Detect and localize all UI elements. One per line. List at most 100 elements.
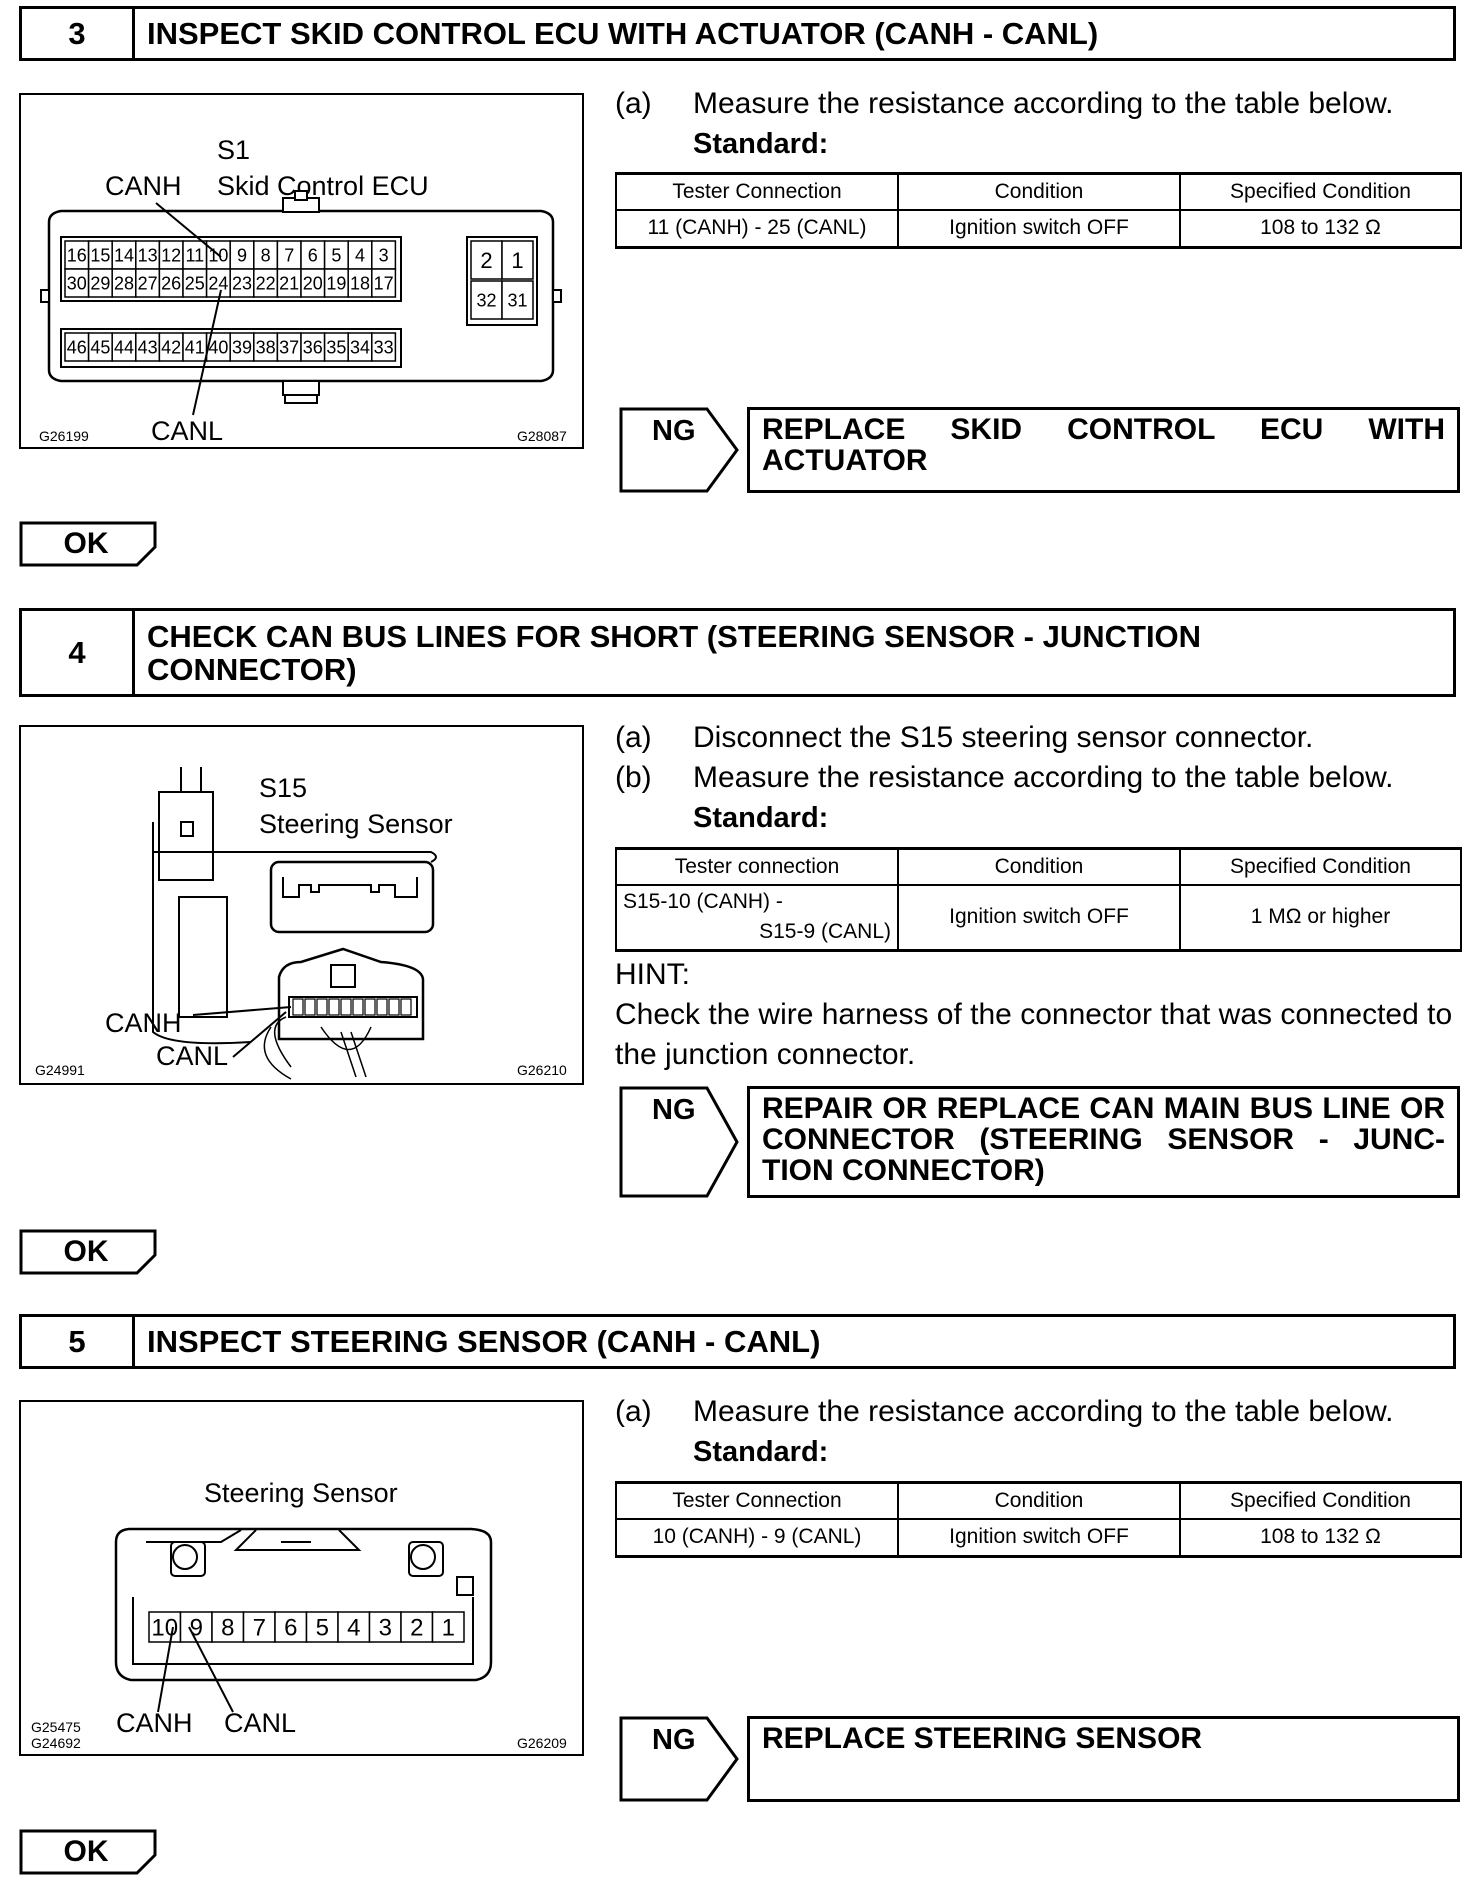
- ok-tab-icon: [19, 521, 157, 567]
- fig3-canl-leader: [192, 289, 222, 416]
- step-5-title: INSPECT STEERING SENSOR (CANH - CANL): [147, 1324, 821, 1359]
- pin-number: 24: [208, 273, 228, 293]
- table-cell: 11 (CANH) - 25 (CANL): [615, 208, 899, 249]
- ok-label: OK: [63, 1835, 109, 1868]
- tester-connection-line-2: S15-9 (CANL): [759, 920, 891, 944]
- ok-label: OK: [63, 1235, 109, 1268]
- pin-slot: [304, 998, 316, 1016]
- fig4-lower-connector: [277, 947, 425, 1041]
- fig5-canh-leader: [157, 1626, 174, 1713]
- fig5-code-right: G26209: [517, 1735, 567, 1751]
- fig5-connector-outline: [114, 1527, 493, 1682]
- fig4-connector-id: S15: [259, 773, 307, 803]
- pin-number: 3: [379, 1615, 392, 1642]
- pin-number: 1: [442, 1615, 455, 1642]
- pin-slot: [388, 998, 400, 1016]
- step-4-standard-label: Standard:: [693, 802, 829, 834]
- table-cell: 10 (CANH) - 9 (CANL): [615, 1517, 899, 1558]
- pin-slot: [316, 998, 328, 1016]
- fig3-top-latch-inner: [294, 190, 308, 201]
- pin-number: 2: [480, 248, 492, 273]
- step-5-spec-table: Tester Connection Condition Specified Co…: [615, 1481, 1462, 1558]
- tester-connection-line-1: S15-10 (CANH) -: [623, 890, 783, 914]
- pin-number: 8: [221, 1615, 234, 1642]
- side-pin-frame: [466, 236, 538, 326]
- step-3-standard-label: Standard:: [693, 128, 829, 160]
- table-header-cell: Specified Condition: [1179, 847, 1462, 886]
- step-5-ng-action: REPLACE STEERING SENSOR: [747, 1716, 1460, 1802]
- ok-tab-icon: [19, 1829, 157, 1875]
- pin-number: 38: [256, 337, 276, 357]
- pin-number: 14: [114, 245, 134, 265]
- fig4-canh-label: CANH: [105, 1008, 182, 1038]
- pin-number: 17: [374, 273, 394, 293]
- pin-cell: [431, 1611, 465, 1643]
- pin-cell: [371, 332, 397, 362]
- table-cell: Ignition switch OFF: [897, 883, 1181, 952]
- pin-cell: [305, 1611, 339, 1643]
- pin-number: 30: [67, 273, 87, 293]
- pin-number: 11: [185, 245, 204, 265]
- pin-slot: [376, 998, 388, 1016]
- pin-cell: [501, 240, 534, 280]
- table-header-cell: Specified Condition: [1179, 172, 1462, 211]
- pin-number: 33: [374, 337, 394, 357]
- step-4-instruction-a: (a)Disconnect the S15 steering sensor co…: [615, 718, 1313, 758]
- fig3-code-left: G26199: [39, 428, 89, 444]
- fig3-connector-id: S1: [217, 135, 250, 165]
- fig4-upper-connector: [269, 860, 435, 934]
- step-5-instruction-a: (a)Measure the resistance according to t…: [615, 1392, 1393, 1432]
- pin-slot: [340, 998, 352, 1016]
- pin-number: 18: [350, 273, 370, 293]
- ng-arrow-icon: [619, 1086, 739, 1198]
- pin-number: 4: [355, 245, 365, 265]
- step-5-number: 5: [22, 1317, 135, 1366]
- step-4-hint-label: HINT:: [615, 958, 690, 991]
- step-4-title: CHECK CAN BUS LINES FOR SHORT (STEERING …: [147, 618, 1202, 687]
- table-cell: 108 to 132 Ω: [1179, 208, 1462, 249]
- pin-cell: [400, 1611, 434, 1643]
- fig4-component-label: Steering Sensor: [259, 809, 453, 839]
- step-4-ng-action: REPAIR OR REPLACE CAN MAIN BUS LINE OR C…: [747, 1086, 1460, 1198]
- instruction-label: (a): [615, 1395, 652, 1428]
- table-cell: Ignition switch OFF: [897, 1517, 1181, 1558]
- step-4-number: 4: [22, 611, 135, 694]
- pin-number: 5: [331, 245, 341, 265]
- pin-cell: [274, 1611, 308, 1643]
- step-5-ok-branch: OK: [19, 1829, 159, 1875]
- pin-number: 23: [232, 273, 252, 293]
- pin-number: 41: [185, 337, 205, 357]
- ng-arrow-icon: [619, 407, 739, 493]
- pin-number: 8: [261, 245, 271, 265]
- pin-number: 7: [284, 245, 294, 265]
- pin-cell: [371, 268, 397, 298]
- step-3-ok-branch: OK: [19, 521, 159, 567]
- pin-number: 39: [232, 337, 252, 357]
- ok-label: OK: [63, 527, 109, 560]
- table-cell: 108 to 132 Ω: [1179, 1517, 1462, 1558]
- pin-number: 9: [190, 1615, 203, 1642]
- pin-number: 10: [151, 1615, 178, 1642]
- pin-number: 46: [67, 337, 87, 357]
- fig4-sensor-body: [152, 822, 252, 1045]
- step-3-ng-action: REPLACE SKID CONTROL ECU WITH ACTUATOR: [747, 407, 1460, 493]
- table-header-cell: Condition: [897, 847, 1181, 886]
- pin-number: 26: [161, 273, 181, 293]
- table-header-cell: Tester Connection: [615, 1481, 899, 1520]
- pin-number: 4: [347, 1615, 360, 1642]
- pin-cell: [179, 1611, 213, 1643]
- fig4-canl-label: CANL: [156, 1041, 228, 1071]
- pin-number: 9: [237, 245, 247, 265]
- fig4-canh-leader: [192, 1006, 292, 1016]
- pin-number: 12: [161, 245, 181, 265]
- pin-number: 25: [185, 273, 205, 293]
- pin-number: 19: [326, 273, 346, 293]
- pin-slot: [364, 998, 376, 1016]
- table-header-cell: Tester connection: [615, 847, 899, 886]
- table-header-cell: Condition: [897, 172, 1181, 211]
- fig3-canh-leader: [155, 202, 222, 258]
- steering-sensor-s15-diagram: S15 Steering Sensor CANH CANL G24991 G26…: [35, 767, 567, 1080]
- fig5-canl-leader: [188, 1626, 234, 1713]
- instruction-text: Measure the resistance according to the …: [693, 761, 1394, 794]
